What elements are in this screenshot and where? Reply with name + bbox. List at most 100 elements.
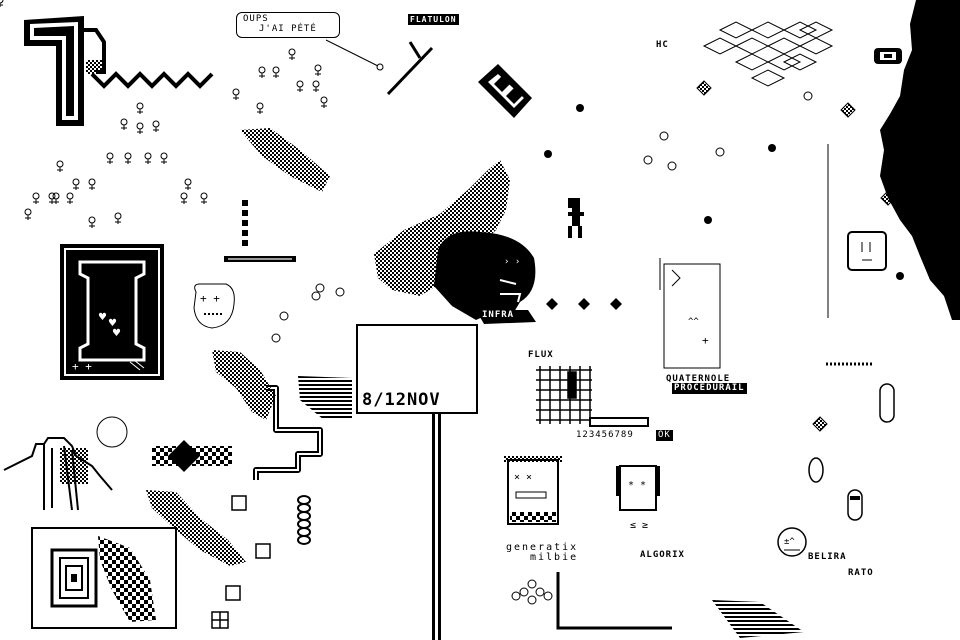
svg-text:+ +: + + — [72, 360, 92, 373]
crowd-figure — [152, 120, 160, 132]
bubble-line-1: OUPS — [243, 14, 269, 24]
label-milbie: milbie — [530, 552, 579, 563]
flux-grid — [536, 366, 592, 424]
crowd-figure — [72, 178, 80, 190]
vertical-dashes — [242, 200, 248, 246]
crowd-figures — [0, 0, 4, 7]
crowd-figure — [184, 178, 192, 190]
crowd-figure — [144, 152, 152, 164]
crowd-figure — [232, 88, 240, 100]
vertical-pole — [432, 414, 441, 640]
label-hc: HC — [656, 40, 669, 50]
crowd-figure — [136, 102, 144, 114]
crowd-figure — [256, 102, 264, 114]
moon-circle — [96, 416, 128, 448]
small-dot — [544, 150, 552, 158]
crowd-figure — [314, 64, 322, 76]
dithered-diamond — [696, 80, 712, 96]
crowd-figure — [106, 152, 114, 164]
label-quaternole: QUATERNOLE — [666, 374, 731, 384]
dithered-diamond — [840, 102, 856, 118]
crowd-figure — [56, 160, 64, 172]
beaded-column — [297, 495, 311, 545]
svg-text:♥: ♥ — [108, 318, 117, 329]
label-generatix: generatix — [506, 542, 579, 553]
svg-text:* *: * * — [628, 480, 646, 491]
crowd-figure — [88, 216, 96, 228]
dithered-diagonal-band — [240, 128, 330, 192]
box-face-figure: × × — [504, 456, 562, 525]
l-bracket — [556, 572, 672, 630]
crowd-figure — [66, 192, 74, 204]
label-flatulon: FLATULON — [408, 14, 459, 25]
diamond-emblem — [478, 64, 532, 118]
crowd-figure — [180, 192, 188, 204]
crowd-figure — [200, 192, 208, 204]
crowd-figure — [48, 192, 56, 204]
small-ring — [643, 155, 653, 165]
mountain-outline — [3, 437, 113, 491]
crowd-figure — [258, 66, 266, 78]
small-dot — [704, 216, 712, 224]
circle-flower — [511, 579, 553, 605]
big-one-logo — [24, 16, 106, 126]
small-pill — [589, 417, 649, 427]
svg-text:±^: ±^ — [784, 537, 795, 547]
crowd-figure — [32, 192, 40, 204]
balloon-face: + + — [193, 283, 235, 329]
svg-text:× ×: × × — [514, 472, 532, 483]
label-belira: BELIRA — [808, 552, 847, 562]
crowd-figure — [272, 66, 280, 78]
svg-text:♥: ♥ — [98, 312, 107, 323]
crowd-figure — [24, 208, 32, 220]
bubble-line-2: J'AI PÉTÉ — [259, 24, 317, 34]
small-ring — [659, 131, 669, 141]
crowd-figure — [312, 80, 320, 92]
small-ring — [335, 287, 345, 297]
small-dot — [896, 272, 904, 280]
label-flux: FLUX — [528, 350, 554, 360]
diagonal-sticks — [386, 41, 434, 96]
small-ring — [279, 311, 289, 321]
speech-bubble: OUPS J'AI PÉTÉ — [236, 12, 340, 38]
svg-text:› ›: › › — [504, 257, 520, 267]
diamond-cascade — [98, 536, 156, 622]
date-text: 8/12NOV — [362, 390, 441, 410]
diamond-dots-row — [546, 298, 622, 310]
crowd-figure — [124, 152, 132, 164]
svg-text:♥: ♥ — [112, 328, 121, 339]
small-ring — [715, 147, 725, 157]
diamond-lattice — [702, 21, 834, 87]
svg-text:^^: ^^ — [688, 317, 699, 327]
zigzag-line — [90, 71, 214, 89]
hatched-wedge — [712, 600, 804, 638]
label-rato: RATO — [848, 568, 874, 578]
svg-text:+: + — [702, 334, 709, 347]
robot-head-small — [874, 48, 902, 64]
tv-face: * * ≤ ≥ — [616, 465, 660, 531]
round-face: ±^ — [777, 527, 807, 557]
small-dot — [768, 144, 776, 152]
crowd-figure — [136, 122, 144, 134]
label-ok: OK — [656, 430, 673, 441]
small-ring — [667, 161, 677, 171]
svg-text:+ +: + + — [200, 292, 220, 305]
square-face — [847, 231, 887, 271]
date-panel: 8/12NOV — [356, 324, 478, 414]
crowd-figure — [114, 212, 122, 224]
crowd-figure — [320, 96, 328, 108]
dithered-slope — [146, 490, 246, 566]
tall-panel: ^^ + — [659, 258, 721, 369]
small-ring — [803, 91, 813, 101]
square-markers — [211, 495, 271, 629]
svg-text:≤ ≥: ≤ ≥ — [630, 520, 648, 531]
black-coastline — [880, 0, 960, 320]
label-algorix: ALGORIX — [640, 550, 685, 560]
heart-card: ♥ ♥ ♥ + + — [60, 244, 164, 380]
crowd-figure — [296, 80, 304, 92]
crowd-figure — [88, 178, 96, 190]
label-procedurail: PROCEDURAIL — [672, 383, 747, 394]
black-blob: › › — [434, 231, 536, 324]
crowd-figure — [120, 118, 128, 130]
